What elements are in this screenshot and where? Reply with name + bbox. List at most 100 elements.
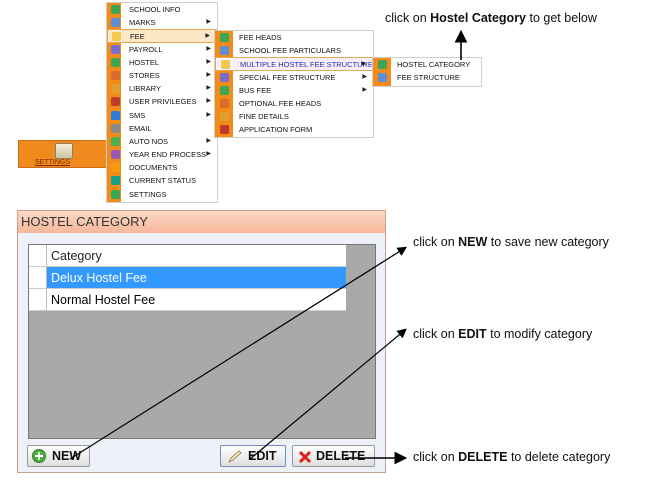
fee-menu-item[interactable]: FEE HEADS [215, 31, 373, 44]
pencil-icon [228, 450, 242, 463]
submenu-arrow-icon: ▶ [206, 71, 211, 78]
submenu-arrow-icon: ▶ [206, 137, 211, 144]
menu-item-icon [378, 60, 387, 69]
main-menu-item-label: AUTO NOS [129, 136, 169, 146]
submenu-arrow-icon: ▶ [362, 86, 367, 93]
hostel-menu-item-label: HOSTEL CATEGORY [397, 60, 471, 69]
fee-menu-item-label: APPLICATION FORM [239, 125, 313, 135]
note-edit: click on EDIT to modify category [413, 327, 593, 341]
main-menu-item-label: FEE [130, 32, 145, 42]
hostel-menu-item[interactable]: FEE STRUCTURE [373, 71, 481, 84]
year-end-icon [111, 150, 120, 160]
submenu-arrow-icon: ▶ [206, 19, 211, 26]
status-icon [111, 176, 120, 186]
grid-header-row: Category [29, 245, 346, 267]
delete-button[interactable]: DELETE [292, 445, 375, 467]
fee-menu-item[interactable]: SCHOOL FEE PARTICULARS [215, 44, 373, 57]
hostel-fee-submenu: HOSTEL CATEGORY FEE STRUCTURE [372, 57, 482, 87]
main-menu-item-label: YEAR END PROCESS [129, 150, 207, 160]
table-row[interactable]: Normal Hostel Fee [29, 289, 346, 311]
menu-item-icon [220, 98, 229, 108]
main-menu-item[interactable]: AUTO NOS ▶ [107, 135, 217, 148]
main-menu-item[interactable]: SMS ▶ [107, 109, 217, 122]
category-cell[interactable]: Delux Hostel Fee [47, 267, 346, 289]
main-menu-item[interactable]: SCHOOL INFO [107, 3, 217, 16]
main-menu-item[interactable]: EMAIL [107, 122, 217, 135]
note-delete: click on DELETE to delete category [413, 450, 611, 464]
note-new: click on NEW to save new category [413, 235, 609, 249]
main-menu-item-label: MARKS [129, 18, 156, 28]
main-menu-item[interactable]: MARKS ▶ [107, 16, 217, 29]
settings-tile-label: SETTINGS [35, 159, 71, 166]
new-button[interactable]: NEW [27, 445, 90, 467]
menu-item-icon [378, 73, 387, 83]
category-grid: Category Delux Hostel Fee Normal Hostel … [28, 244, 376, 439]
submenu-arrow-icon: ▶ [206, 98, 211, 105]
school-icon [111, 5, 120, 14]
fee-menu-item[interactable]: MULTIPLE HOSTEL FEE STRUCTURE▶ [215, 57, 373, 71]
settings-icon [111, 189, 120, 199]
hostel-icon [111, 57, 120, 67]
row-selector [29, 245, 47, 267]
documents-icon [111, 163, 120, 173]
main-menu-item-label: USER PRIVILEGES [129, 97, 197, 107]
submenu-arrow-icon: ▶ [361, 61, 366, 68]
main-menu-item-label: SCHOOL INFO [129, 5, 181, 14]
hostel-category-window: HOSTEL CATEGORY Category Delux Hostel Fe… [17, 210, 386, 473]
submenu-arrow-icon: ▶ [206, 151, 211, 158]
fee-menu-item[interactable]: BUS FEE▶ [215, 84, 373, 97]
marks-icon [111, 18, 120, 28]
table-row[interactable]: Delux Hostel Fee [29, 267, 346, 289]
submenu-arrow-icon: ▶ [362, 73, 367, 80]
main-menu-item-label: SETTINGS [129, 189, 167, 199]
payroll-icon [111, 44, 120, 54]
main-menu-item[interactable]: HOSTEL ▶ [107, 56, 217, 69]
menu-item-icon [220, 46, 229, 56]
menu-item-icon [221, 60, 230, 70]
stores-icon [111, 70, 120, 80]
submenu-arrow-icon: ▶ [206, 45, 211, 52]
main-menu-item-label: PAYROLL [129, 44, 163, 54]
row-selector[interactable] [29, 267, 47, 289]
main-menu-item-label: HOSTEL [129, 57, 160, 67]
fee-menu-item-label: FINE DETAILS [239, 112, 289, 122]
fee-menu-item[interactable]: APPLICATION FORM [215, 123, 373, 136]
submenu-arrow-icon: ▶ [206, 85, 211, 92]
sms-icon [111, 110, 120, 120]
users-icon [111, 97, 120, 107]
main-menu-item[interactable]: LIBRARY▶ [107, 82, 217, 95]
library-icon [111, 84, 120, 94]
main-menu-item[interactable]: PAYROLL ▶ [107, 43, 217, 56]
column-header-category[interactable]: Category [47, 245, 346, 267]
row-selector[interactable] [29, 289, 47, 311]
main-menu-item[interactable]: STORES ▶ [107, 69, 217, 82]
main-menu-item[interactable]: SETTINGS [107, 188, 217, 201]
fee-menu-item[interactable]: OPTIONAL FEE HEADS [215, 97, 373, 110]
main-menu-item-label: SMS [129, 110, 146, 120]
hostel-menu-item[interactable]: HOSTEL CATEGORY [373, 58, 481, 71]
fee-menu-item-label: SPECIAL FEE STRUCTURE [239, 72, 336, 82]
fee-menu-item[interactable]: SPECIAL FEE STRUCTURE ▶ [215, 71, 373, 84]
submenu-arrow-icon: ▶ [205, 33, 210, 40]
delete-button-label: DELETE [316, 449, 366, 463]
main-menu-item[interactable]: CURRENT STATUS [107, 174, 217, 187]
main-menu-item[interactable]: DOCUMENTS [107, 161, 217, 174]
main-menu-item[interactable]: USER PRIVILEGES ▶ [107, 95, 217, 108]
edit-button-label: EDIT [248, 449, 277, 463]
submenu-arrow-icon: ▶ [206, 58, 211, 65]
main-menu-item[interactable]: YEAR END PROCESS▶ [107, 148, 217, 161]
menu-item-icon [220, 33, 229, 42]
submenu-arrow-icon: ▶ [206, 111, 211, 118]
menu-item-icon [220, 72, 229, 82]
settings-tile[interactable]: SETTINGS [18, 140, 116, 168]
main-menu-item-label: STORES [129, 70, 160, 80]
fee-menu-item[interactable]: FINE DETAILS [215, 110, 373, 123]
main-menu-item-label: CURRENT STATUS [129, 176, 197, 186]
edit-button[interactable]: EDIT [220, 445, 286, 467]
hostel-menu-item-label: FEE STRUCTURE [397, 73, 460, 83]
window-title: HOSTEL CATEGORY [18, 211, 385, 233]
fee-icon [112, 32, 121, 42]
category-cell[interactable]: Normal Hostel Fee [47, 289, 346, 311]
